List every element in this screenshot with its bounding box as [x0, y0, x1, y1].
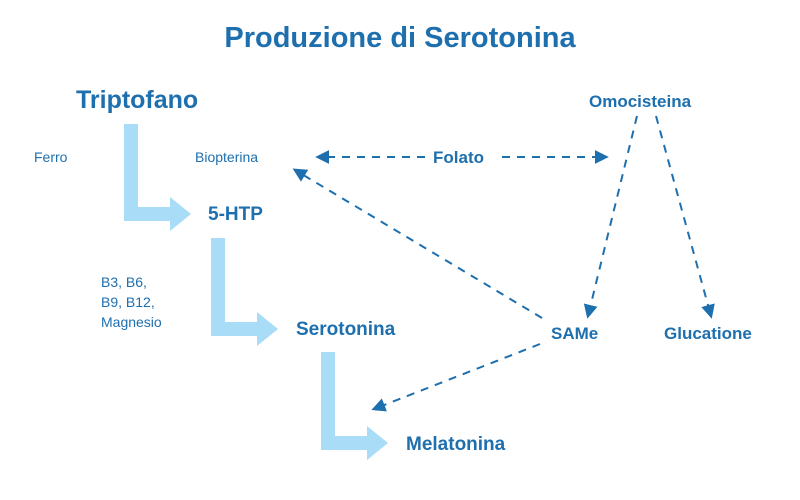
node-triptofano: Triptofano: [76, 86, 199, 114]
pathway-arrow-5htp-to-serotonina: [211, 238, 278, 346]
page-title: Produzione di Serotonina: [224, 22, 576, 54]
cofactor-group-vitamins: B3, B6, B9, B12, Magnesio: [101, 272, 162, 332]
node-5htp: 5-HTP: [208, 204, 263, 225]
node-same: SAMe: [551, 324, 599, 343]
dashed-arrow-omocisteina-to-same: [583, 115, 638, 319]
pathway-arrow-triptofano-to-5htp: [124, 124, 191, 231]
dashed-arrow-same-to-melatonina: [371, 343, 541, 412]
dashed-arrow-same-to-biopterina: [292, 168, 543, 319]
dashed-arrow-omocisteina-to-glucatione: [655, 115, 715, 319]
node-serotonina: Serotonina: [296, 319, 396, 340]
node-biopterina: Biopterina: [195, 149, 259, 165]
node-glucatione: Glucatione: [664, 324, 752, 343]
cofactor-line-2: B9, B12,: [101, 294, 155, 310]
node-melatonina: Melatonina: [406, 434, 506, 455]
cofactor-line-1: B3, B6,: [101, 274, 147, 290]
node-folato: Folato: [433, 148, 484, 167]
cofactor-ferro: Ferro: [34, 149, 68, 165]
node-omocisteina: Omocisteina: [589, 92, 692, 111]
pathway-arrow-serotonina-to-melatonina: [321, 352, 388, 460]
cofactor-line-3: Magnesio: [101, 314, 162, 330]
